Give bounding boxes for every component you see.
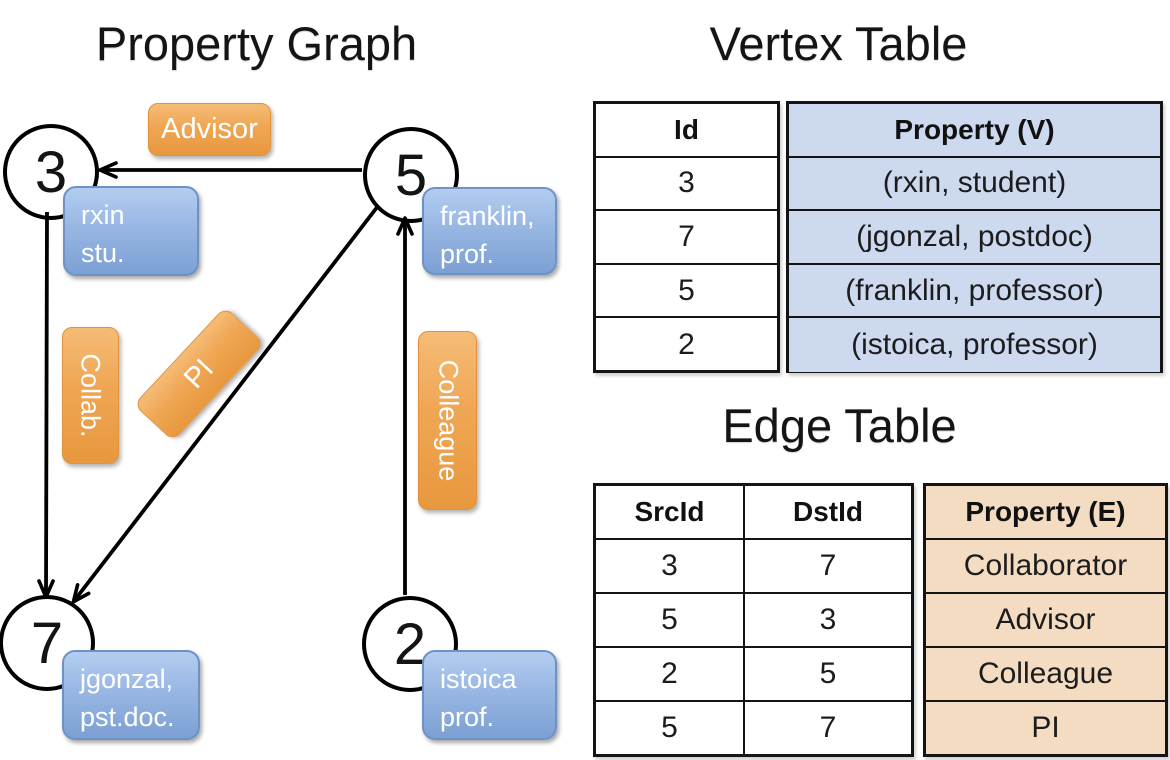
edge-dst-cell: 5 [819,657,837,690]
property-graph-title: Property Graph [95,17,418,70]
edge-table-title: Edge Table [722,399,957,452]
vertex-label-line2: prof. [440,239,495,269]
vertex-label-line1: jgonzal, [80,664,174,694]
edge-label-text: Advisor [161,113,258,145]
edge-label-colleague: Colleague [418,331,477,510]
vertex-id-cell: 3 [678,166,695,200]
edge-property-cell: Collaborator [963,549,1128,582]
vertex-label-line1: rxin [81,200,125,230]
vertex-label-franklin: franklin, prof. [422,187,557,275]
vertex-table: Id 3 7 5 2 Property (V) (rxin, student) … [593,101,1163,373]
vertex-id-cell: 2 [678,327,695,361]
edge-table-id-columns: SrcId DstId 3 7 5 3 2 5 5 7 [593,483,914,757]
column-header-dstid: DstId [793,496,863,527]
vertex-id: 2 [393,611,427,677]
edge-property-cell: PI [1031,711,1060,744]
edge-src-cell: 2 [596,648,745,700]
edge-src-cell: 5 [596,594,745,646]
edge-table-property-column: Property (E) Collaborator Advisor Collea… [923,483,1168,757]
vertex-label-rxin: rxin stu. [63,186,199,276]
vertex-circle-2: 2 [362,596,458,692]
column-header-id: Id [674,113,699,145]
edge-dst-cell: 3 [819,603,837,636]
edge-label-collab: Collab. [62,327,119,464]
vertex-property-cell: (franklin, professor) [845,273,1104,307]
vertex-table-title: Vertex Table [709,17,968,70]
edge-property-cell: Colleague [977,657,1114,690]
vertex-id-cell: 5 [678,273,695,307]
vertex-label-line1: istoica [440,664,517,694]
edge-label-text: PI [177,352,220,395]
edge-src-cell: 5 [596,702,745,754]
vertex-property-cell: (istoica, professor) [851,327,1098,361]
edge-collab-line [37,211,55,599]
edge-table: SrcId DstId 3 7 5 3 2 5 5 7 Property (E)… [593,483,1168,757]
vertex-id: 7 [30,610,64,676]
vertex-property-cell: (jgonzal, postdoc) [856,219,1093,253]
edge-property-cell: Advisor [995,603,1096,636]
vertex-label-line1: franklin, [440,201,535,231]
column-header-property-v: Property (V) [894,113,1055,145]
tables-panel: Vertex Table Id 3 7 5 2 Property (V) (rx… [585,0,1170,760]
edge-label-advisor: Advisor [148,103,271,156]
column-header-srcid: SrcId [596,486,745,538]
edge-label-text: Collab. [76,353,107,438]
edge-dst-cell: 7 [819,549,837,582]
edge-dst-cell: 7 [819,711,837,744]
property-graph-panel: Property Graph 3 5 7 2 Advisor Collab. P… [0,17,557,740]
edge-pi-line [71,204,380,604]
vertex-label-line2: stu. [81,238,125,268]
vertex-id-cell: 7 [678,219,695,253]
vertex-label-line2: prof. [440,702,495,732]
vertex-id: 3 [34,139,68,205]
vertex-table-property-column: Property (V) (rxin, student) (jgonzal, p… [786,101,1163,373]
vertex-table-id-column: Id 3 7 5 2 [593,101,780,373]
edge-label-text: Colleague [433,359,463,482]
vertex-label-istoica: istoica prof. [422,650,557,740]
vertex-label-line2: pst.doc. [80,702,175,732]
column-header-property-e: Property (E) [965,496,1126,527]
vertex-property-cell: (rxin, student) [882,166,1067,200]
vertex-label-jgonzal: jgonzal, pst.doc. [62,650,200,740]
graph-edges [37,161,414,604]
edge-src-cell: 3 [596,540,745,592]
vertex-id: 5 [394,142,428,208]
